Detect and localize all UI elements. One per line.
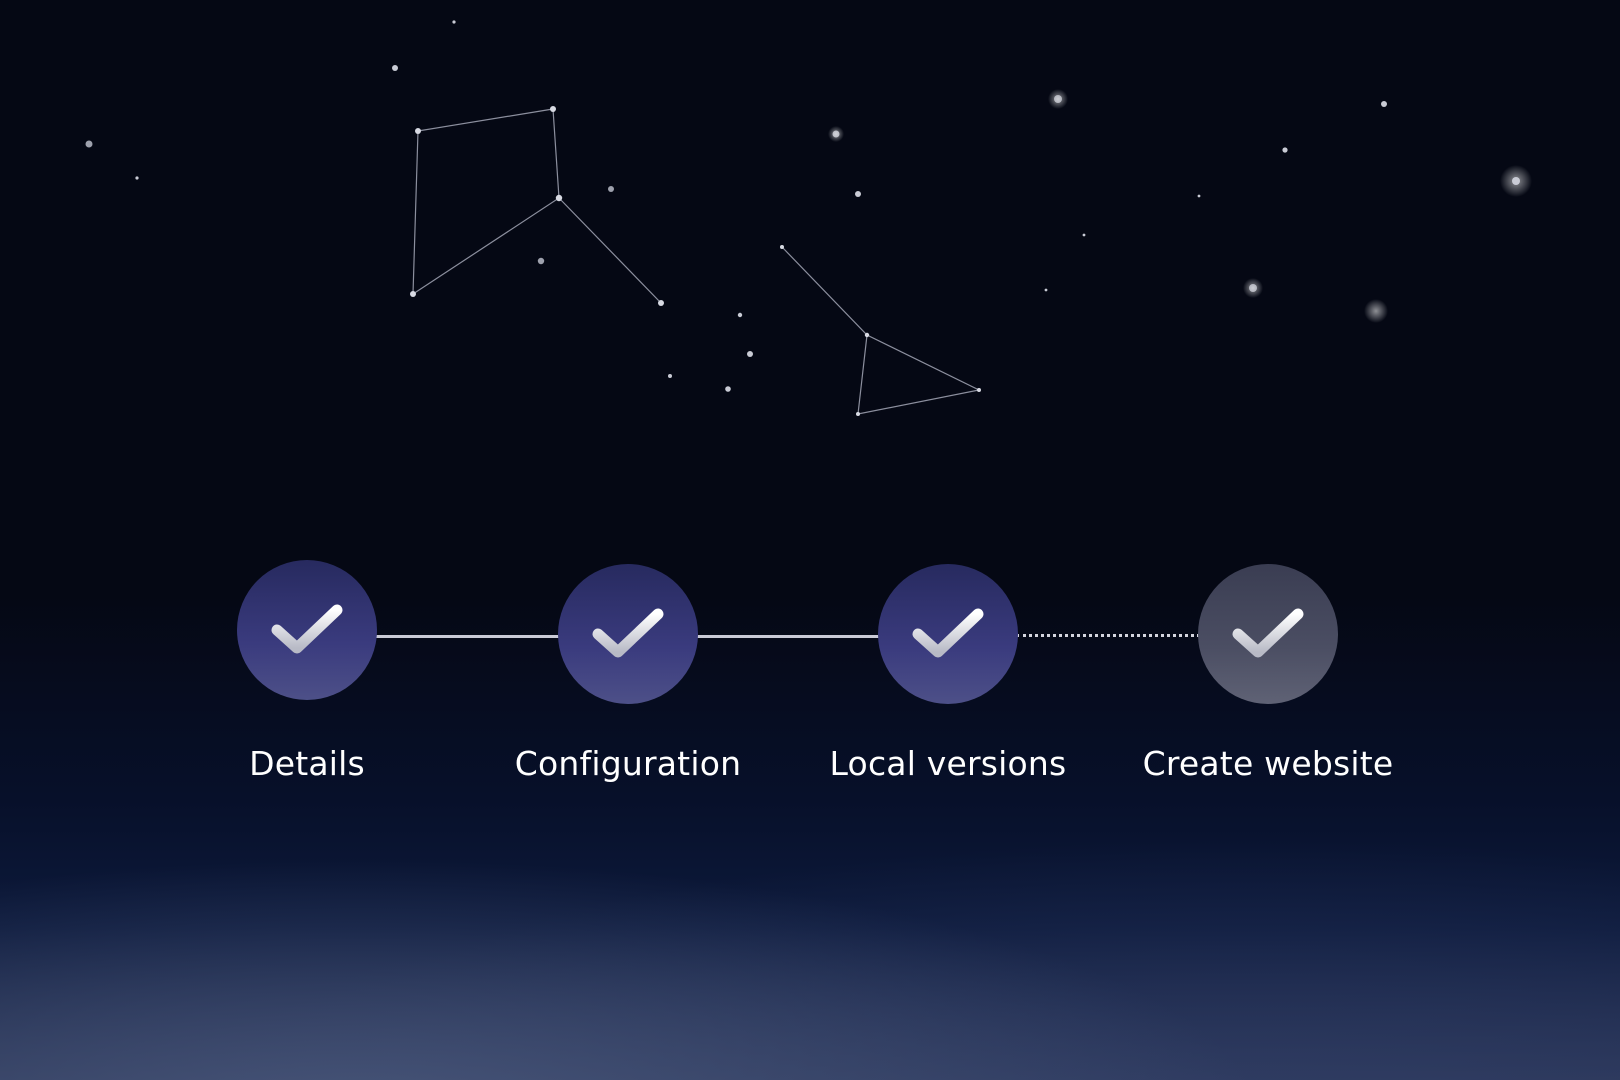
step-create-website-label: Create website (1142, 744, 1394, 783)
step-configuration[interactable]: Configuration (488, 564, 768, 804)
step-configuration-label: Configuration (514, 744, 742, 783)
constellation-stars (410, 106, 981, 416)
check-icon (592, 608, 664, 658)
step-create-website[interactable]: Create website (1128, 564, 1408, 804)
glowing-stars (828, 89, 1532, 323)
step-local-versions-circle[interactable] (878, 564, 1018, 704)
step-connector-1 (376, 635, 560, 638)
check-icon (1232, 608, 1304, 658)
check-icon (912, 608, 984, 658)
check-icon (271, 604, 343, 654)
step-details[interactable]: Details (167, 560, 447, 800)
step-details-circle[interactable] (237, 560, 377, 700)
step-local-versions-label: Local versions (829, 744, 1067, 783)
step-local-versions[interactable]: Local versions (808, 564, 1088, 804)
step-configuration-circle[interactable] (558, 564, 698, 704)
step-connector-3 (1016, 634, 1200, 637)
step-connector-2 (696, 635, 880, 638)
step-create-website-circle[interactable] (1198, 564, 1338, 704)
step-details-label: Details (249, 744, 365, 783)
